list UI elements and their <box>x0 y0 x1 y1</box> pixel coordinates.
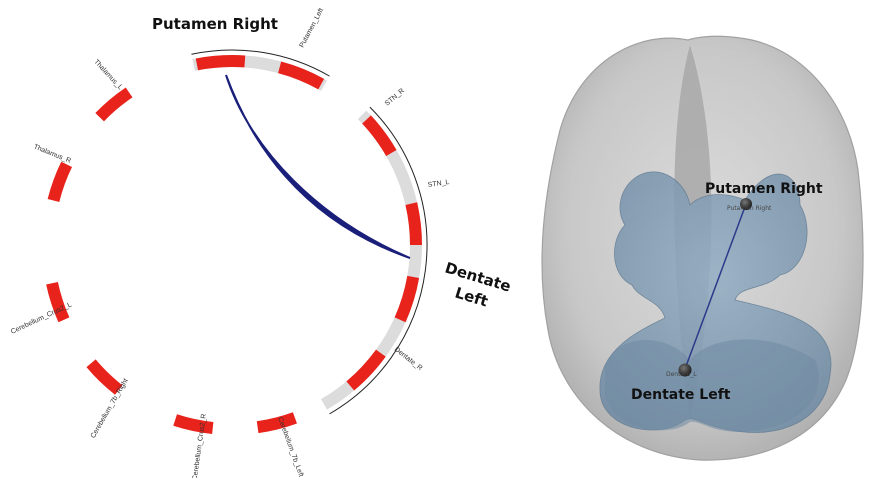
brain-label-putamen-right: Putamen Right <box>705 181 823 197</box>
brain-cerebellum-lobes <box>605 339 819 432</box>
brain-label-dentate-left: Dentate Left <box>631 387 731 403</box>
segment-putamen-left <box>278 61 324 89</box>
segment-dentate-r <box>346 350 385 391</box>
segment-putamen-right <box>196 55 246 70</box>
segment-stn-l <box>405 202 422 245</box>
segment-label-thalamus-l: Thalamus_L <box>92 58 123 91</box>
brain-node-label-putamen-right: Putamen Right <box>727 205 772 212</box>
circos-plot: Putamen_Left STN_R STN_L Dentate_R Cereb… <box>10 7 513 478</box>
segment-label-stn-r: STN_R <box>384 87 406 107</box>
segment-label-dentate-r: Dentate_R <box>393 346 424 372</box>
connection-chord <box>226 75 410 258</box>
segment-dentate-left <box>395 276 420 322</box>
circos-tracks <box>192 55 422 410</box>
circos-title-putamen-right: Putamen Right <box>152 15 278 33</box>
segment-label-putamen-left: Putamen_Left <box>299 7 326 49</box>
segment-stn-r <box>362 115 396 156</box>
segment-cerebellum-7b-left <box>257 412 297 433</box>
segment-label-thalamus-r: Thalamus_R <box>32 143 71 164</box>
segment-label-stn-l: STN_L <box>427 179 450 189</box>
brain-render: Putamen Right Dentate_L Putamen Right De… <box>542 36 863 460</box>
segment-thalamus-l <box>95 87 132 121</box>
segment-thalamus-r <box>48 162 72 202</box>
brain-node-label-dentate-left: Dentate_L <box>666 371 697 378</box>
